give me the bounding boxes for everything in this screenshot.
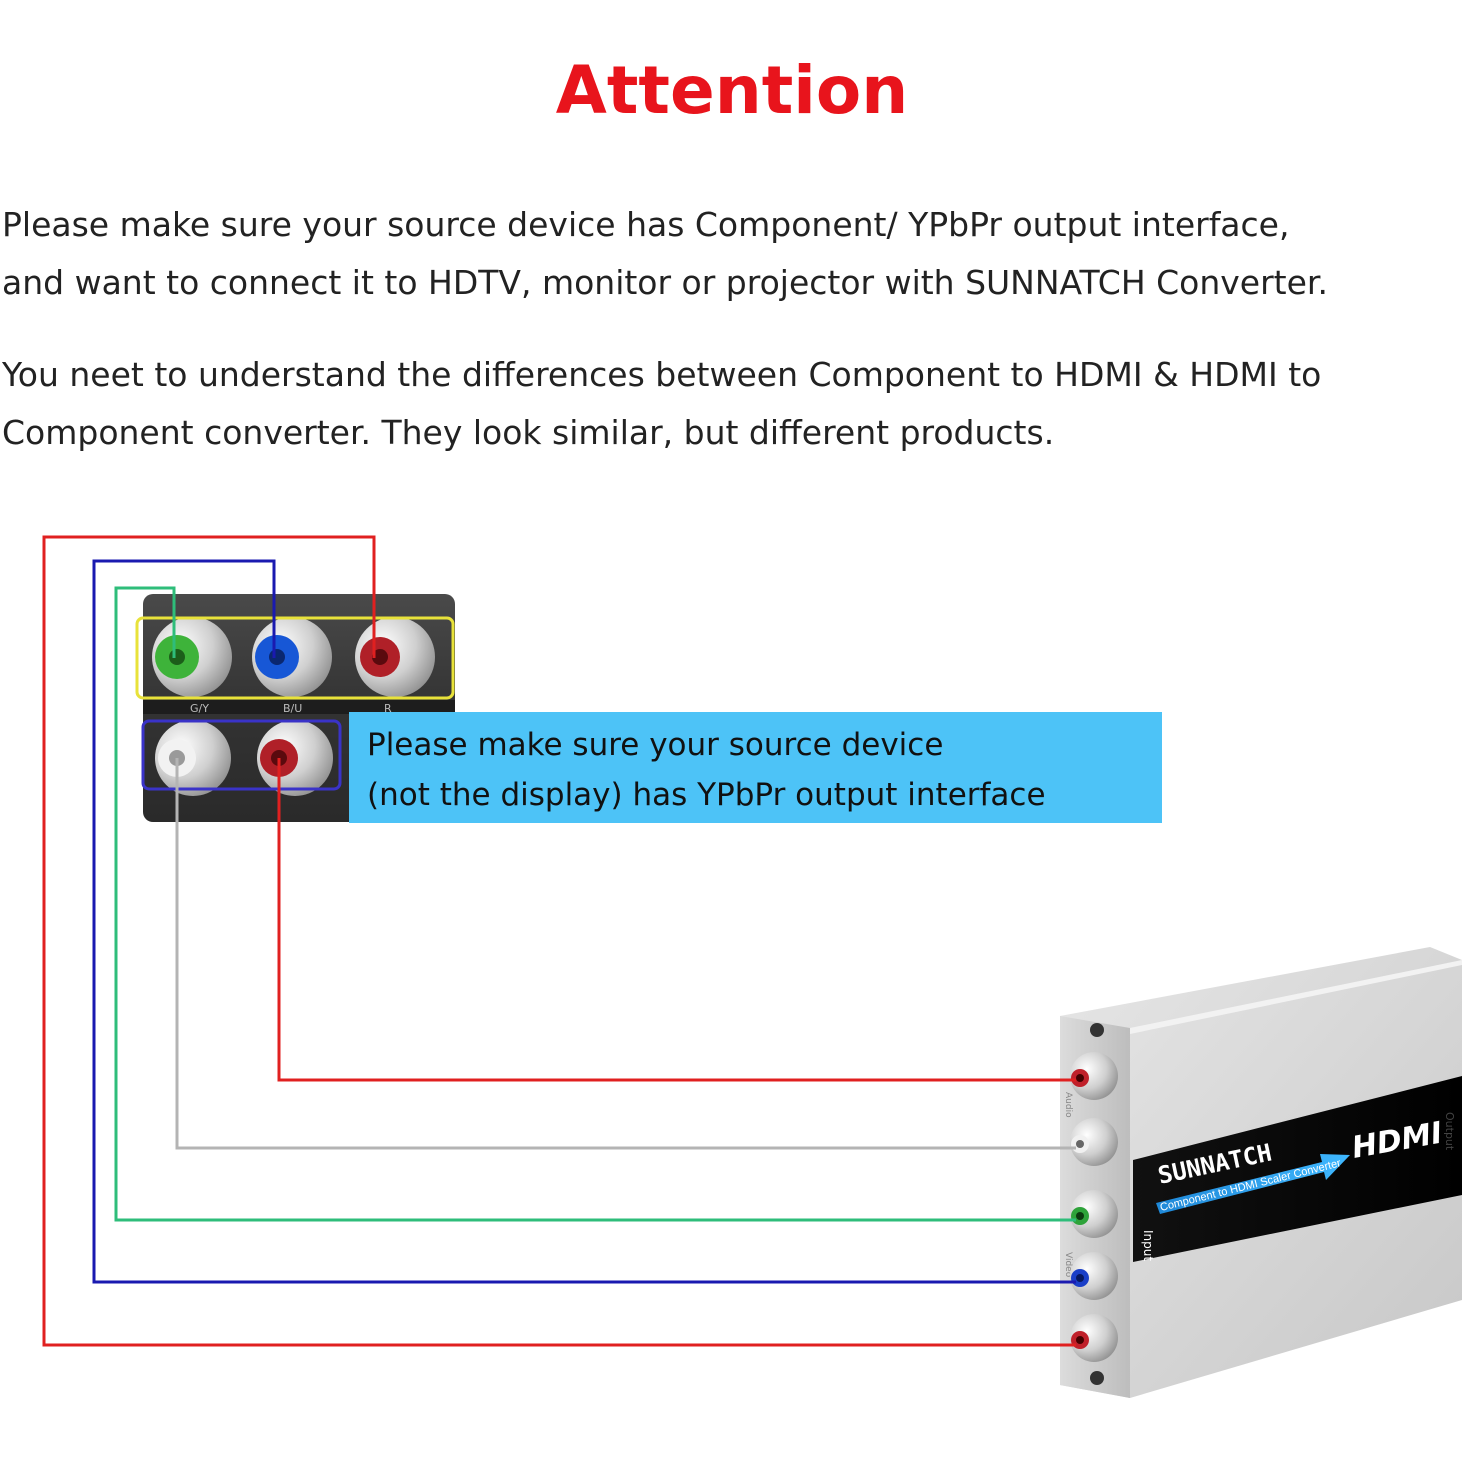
jack-white-audio-source xyxy=(155,720,231,796)
instruction-line: You neet to understand the differences b… xyxy=(2,355,1322,394)
screw-bottom xyxy=(1090,1371,1104,1385)
converter-video-label: Video xyxy=(1063,1252,1073,1278)
converter-input-label: Input xyxy=(1141,1230,1155,1261)
page-title: Attention xyxy=(555,52,909,129)
screw-top xyxy=(1090,1023,1104,1037)
panel-label-bu: B/U xyxy=(283,702,302,715)
instruction-line: Please make sure your source device has … xyxy=(2,205,1290,244)
callout-note: Please make sure your source device (not… xyxy=(349,712,1162,823)
wire-blue xyxy=(92,559,1076,1284)
callout-line: (not the display) has YPbPr output inter… xyxy=(367,777,1046,813)
wire-red-audio xyxy=(277,758,1076,1082)
panel-label-gy: G/Y xyxy=(190,702,209,715)
wire-green xyxy=(114,586,1076,1222)
instruction-paragraph-1: Please make sure your source device has … xyxy=(2,196,1462,312)
instruction-line: Component converter. They look similar, … xyxy=(2,413,1055,452)
converter-jack-red-audio xyxy=(1070,1052,1118,1100)
wire-white-audio xyxy=(175,758,1076,1150)
jack-red-source xyxy=(355,617,435,697)
callout-line: Please make sure your source device xyxy=(367,727,944,763)
audio-highlight-box xyxy=(141,719,342,791)
converter-jack-blue xyxy=(1070,1252,1118,1300)
converter-audio-label: Audio xyxy=(1063,1092,1073,1118)
instruction-paragraph-2: You neet to understand the differences b… xyxy=(2,346,1462,462)
converter-jack-white-audio xyxy=(1070,1118,1118,1166)
sunnatch-converter: SUNNATCH Component to HDMI Scaler Conver… xyxy=(1060,947,1462,1398)
converter-arrow xyxy=(1156,1154,1350,1214)
instruction-line: and want to connect it to HDTV, monitor … xyxy=(2,263,1328,302)
jack-green-source xyxy=(152,617,232,697)
converter-output-label: Output xyxy=(1443,1112,1456,1151)
jack-blue-source xyxy=(252,617,332,697)
jack-red-audio-source xyxy=(257,720,333,796)
converter-jack-green xyxy=(1070,1190,1118,1238)
ypbpr-highlight-box xyxy=(135,616,455,700)
wire-red-video xyxy=(42,535,1076,1347)
panel-label-r: R xyxy=(384,702,392,715)
converter-jack-red xyxy=(1070,1314,1118,1362)
